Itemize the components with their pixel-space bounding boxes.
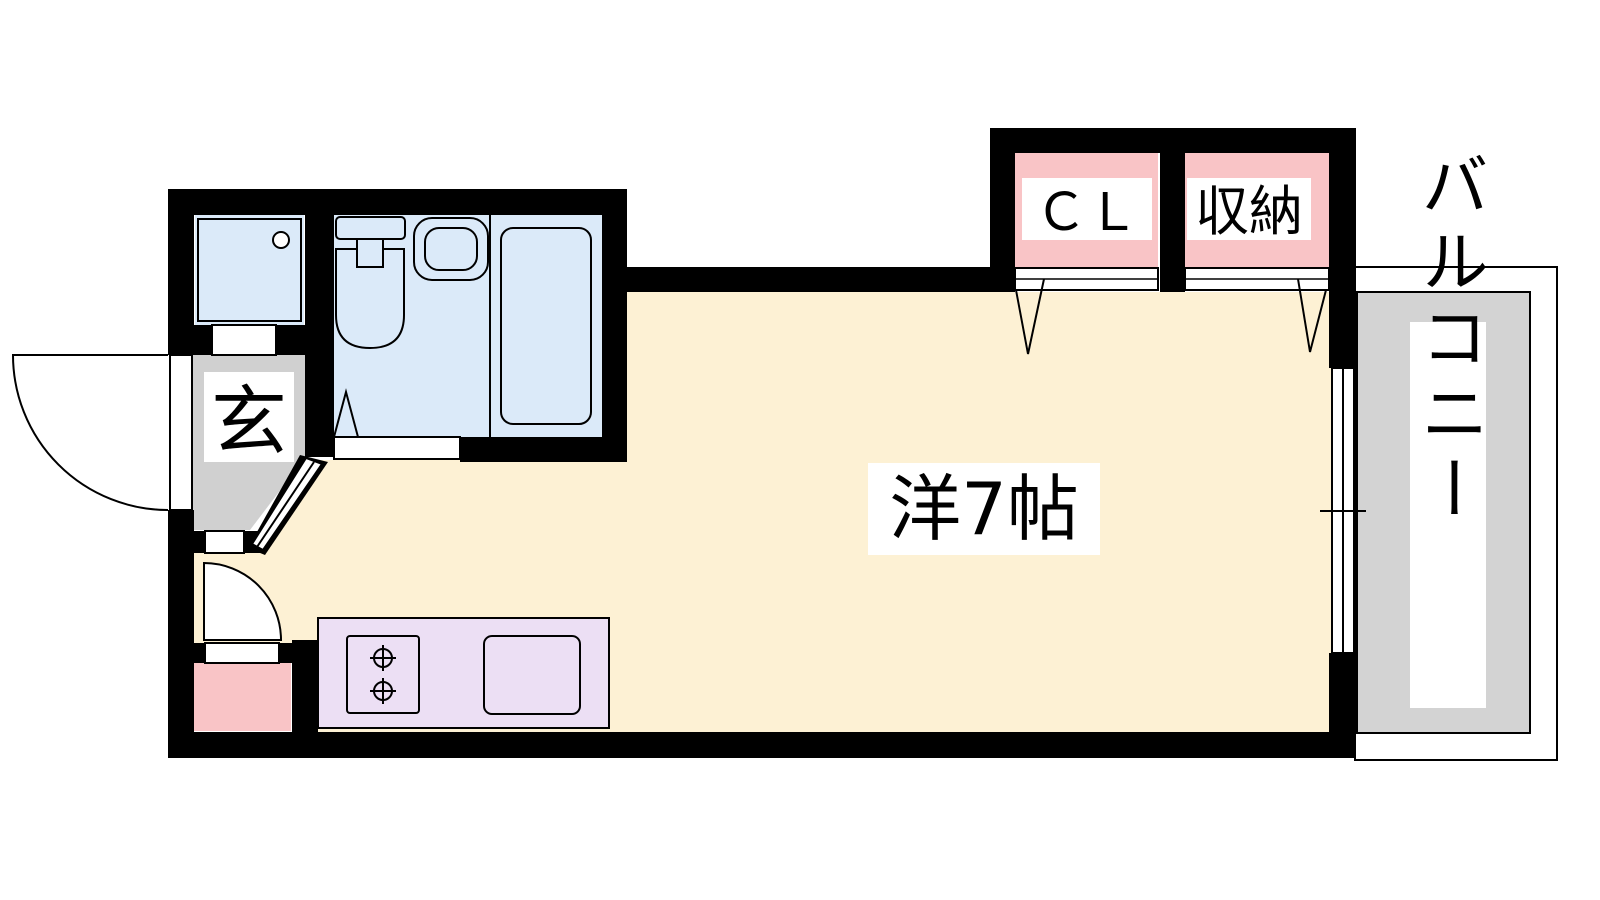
storage-door-swing — [1297, 278, 1327, 353]
front-door-swing — [11, 354, 169, 511]
toilet-bowl — [335, 248, 405, 350]
sink-basin-inner — [424, 227, 478, 271]
kitchen-sink — [483, 635, 581, 715]
toilet-seat-hinge — [356, 238, 384, 268]
bath-door-line — [256, 461, 315, 548]
washer-pan — [197, 218, 302, 322]
walls — [168, 128, 1356, 758]
toilet-tank — [335, 216, 406, 240]
closet-label: ＣＬ — [1035, 183, 1139, 243]
corridor-floor-diag — [262, 460, 315, 553]
shoe-cabinet — [193, 663, 291, 731]
entrance-label: 玄 — [211, 377, 287, 466]
opening-cabinet — [204, 642, 280, 664]
washer-area — [195, 215, 304, 325]
opening-washer — [211, 324, 277, 356]
cabinet-door-swing — [203, 561, 283, 641]
burner-icon — [370, 645, 396, 704]
window-frame-entrance — [169, 354, 193, 511]
washer-drain — [272, 231, 290, 249]
entrance-label-bg — [204, 372, 294, 462]
closet-label-bg — [1022, 178, 1152, 240]
balcony-label-bg — [1410, 322, 1486, 708]
bathroom-door-opening — [333, 436, 461, 460]
storage-label-bg — [1187, 178, 1311, 240]
opening-entrance-lower — [204, 530, 245, 554]
balcony-label: バルコニー — [1409, 150, 1488, 530]
stove-top — [346, 635, 420, 714]
closet-door-swing — [1015, 278, 1045, 355]
bathtub — [500, 227, 592, 425]
bathroom-door-swing — [332, 388, 360, 438]
storage-label: 収納 — [1195, 180, 1303, 243]
western-room-label-bg — [868, 463, 1100, 555]
western-room-label: 洋7帖 — [889, 467, 1079, 551]
